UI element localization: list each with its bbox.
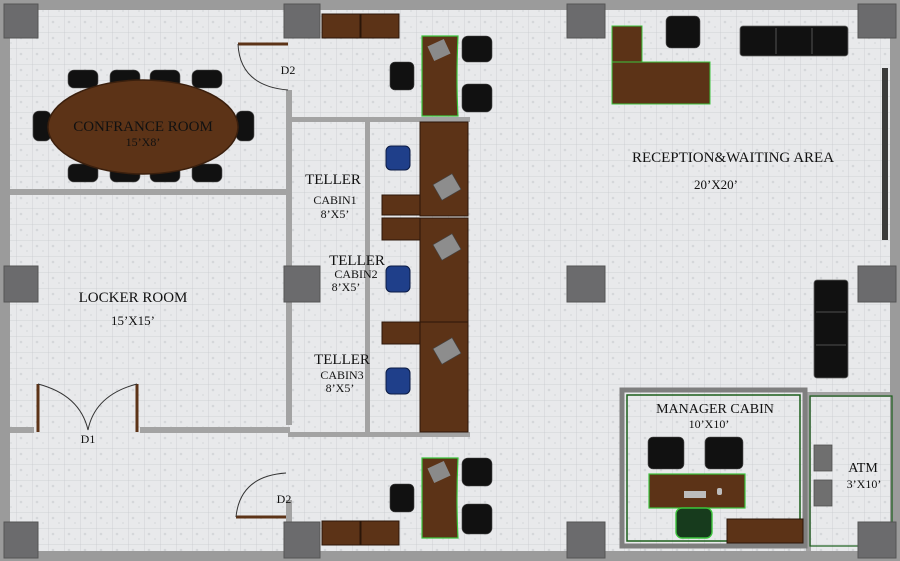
teller3-size: 8’X5’ [326,381,355,395]
locker-room-name: LOCKER ROOM [79,290,188,306]
manager-keyboard [684,491,706,498]
atm-name: ATM [848,461,878,476]
conference-room-size: 15’X8’ [126,135,161,149]
teller1-size: 8’X5’ [321,207,350,221]
reception-sofa-right [813,279,849,379]
door-d1[interactable] [36,384,139,432]
columns [3,3,897,559]
manager-mouse [717,488,722,495]
bottom-desk-chairs [389,457,493,535]
bottom-help-desk [421,457,459,539]
bottom-cabinets [321,520,400,546]
top-desk-monitor [427,38,451,62]
door-d2-bottom[interactable] [235,472,287,519]
atm-machines [813,444,833,507]
top-desk-chairs [389,35,493,113]
reception-chair [665,15,701,49]
door-d2-top[interactable] [237,42,289,91]
atm-glass [809,395,893,547]
manager-cabin-name: MANAGER CABIN [656,402,774,417]
teller2-cabin: CABIN2 [334,267,377,281]
top-cabinets [321,13,400,39]
teller-chairs [385,145,411,395]
window-right [882,68,888,240]
manager-guest-chairs [647,436,744,470]
bottom-desk-monitor [427,460,451,484]
teller3-cabin: CABIN3 [320,368,363,382]
manager-chair [675,507,713,539]
teller3-title: TELLER [314,352,370,368]
door-d2-top-label: D2 [281,63,296,77]
door-d2-bottom-label: D2 [277,492,292,506]
reception-size: 20’X20’ [694,177,738,192]
conference-table [47,79,239,175]
conference-room-name: CONFRANCE ROOM [73,119,213,135]
manager-cabin-size: 10’X10’ [689,417,730,431]
teller1-title: TELLER [305,172,361,188]
reception-sofa-top [739,25,849,57]
top-help-desk [421,35,459,117]
manager-cabinet [726,518,804,544]
locker-room-size: 15’X15’ [111,313,155,328]
manager-cabin-wall [619,387,808,549]
door-d1-label: D1 [81,432,96,446]
manager-cabin-glass [626,394,801,542]
teller-desks [381,121,469,433]
reception-desk [611,25,711,105]
reception-name: RECEPTION&WAITING AREA [632,150,834,166]
teller2-size: 8’X5’ [332,280,361,294]
atm-size: 3’X10’ [847,477,882,491]
teller1-cabin: CABIN1 [313,193,356,207]
teller-monitors [432,173,462,365]
teller2-title: TELLER [329,253,385,269]
door-d1-swing [37,383,138,431]
